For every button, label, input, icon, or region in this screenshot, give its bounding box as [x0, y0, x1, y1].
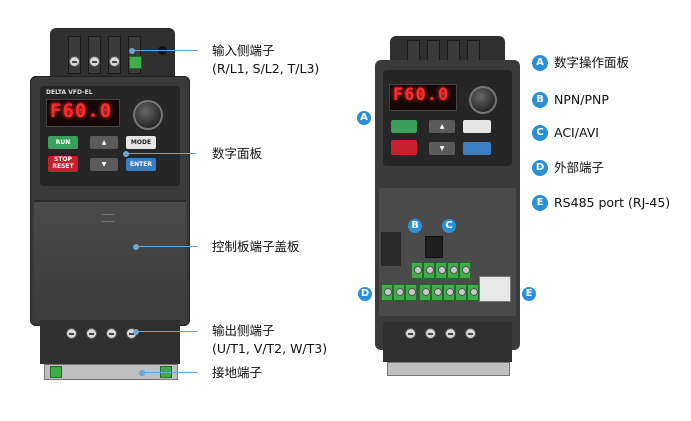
left-input-terminal-2 [88, 36, 101, 74]
callout-digital-panel: 数字面板 [212, 146, 263, 161]
left-input-screw-3 [109, 56, 120, 67]
left-ground-green-1 [50, 366, 62, 378]
right-ctrl-terminal-2 [423, 262, 435, 279]
legend-text-d: 外部端子 [554, 160, 605, 175]
right-ctrl-terminal-4 [447, 262, 459, 279]
left-stop-label: STOP [54, 156, 72, 163]
right-output-screw-3 [445, 328, 456, 339]
right-input-terminal-3 [447, 40, 460, 62]
right-input-terminal-2 [427, 40, 440, 62]
right-ground-bar [387, 362, 510, 376]
leader-ground-terminal [139, 369, 198, 376]
legend-badge-d: D [532, 160, 548, 176]
right-rj45-port[interactable] [479, 276, 511, 302]
right-input-terminal-4 [467, 40, 480, 62]
right-mode-button[interactable] [463, 120, 491, 133]
right-ext-terminal-d1 [381, 284, 393, 301]
left-output-screw-2 [86, 328, 97, 339]
callout-control-cover: 控制板端子盖板 [212, 239, 300, 254]
right-output-screw-1 [405, 328, 416, 339]
left-up-button[interactable]: ▲ [90, 136, 118, 149]
left-terminal-cover [34, 200, 186, 322]
right-freq-knob[interactable] [469, 86, 497, 114]
left-freq-knob[interactable] [133, 100, 163, 130]
legend-badge-a: A [532, 55, 548, 71]
legend-text-b: NPN/PNP [554, 92, 609, 107]
legend-badge-e: E [532, 195, 548, 211]
left-drive-illustration: DELTA VFD-EL F60.0 RUN ▲ MODE STOP RESET… [30, 28, 190, 388]
right-ctrl-terminal-10 [467, 284, 479, 301]
left-input-terminal-1 [68, 36, 81, 74]
right-input-terminal-1 [407, 40, 420, 62]
left-input-terminal-3 [108, 36, 121, 74]
left-mode-button[interactable]: MODE [126, 136, 156, 149]
callout-output-terminals: 输出侧端子 [212, 323, 275, 338]
left-input-screw-2 [89, 56, 100, 67]
leader-control-cover [133, 243, 198, 250]
left-down-button[interactable]: ▼ [90, 158, 118, 171]
badge-e-on-drive: E [522, 287, 536, 301]
legend-text-c: ACI/AVI [554, 125, 599, 140]
legend-badge-b: B [532, 92, 548, 108]
right-ctrl-terminal-1 [411, 262, 423, 279]
right-drive-illustration: F60.0 ▲ ▼ [375, 36, 520, 376]
leader-output-terminals [133, 328, 198, 335]
legend-text-a: 数字操作面板 [554, 55, 630, 70]
right-ctrl-terminal-3 [435, 262, 447, 279]
callout-output-terminals-sub: (U/T1, V/T2, W/T3) [212, 341, 328, 356]
callout-input-terminals: 输入侧端子 [212, 43, 275, 58]
right-ext-terminal-d2 [393, 284, 405, 301]
legend-text-e: RS485 port (RJ-45) [554, 195, 671, 210]
left-cover-vent-mark [102, 214, 114, 222]
leader-input-terminals [129, 47, 198, 54]
right-up-button[interactable]: ▲ [429, 120, 455, 133]
left-brand-label: DELTA VFD-EL [46, 89, 93, 96]
left-run-button[interactable]: RUN [48, 136, 78, 149]
left-led-display: F60.0 [50, 100, 113, 122]
left-input-screw-1 [69, 56, 80, 67]
left-reset-label: RESET [52, 163, 74, 170]
callout-ground-terminal: 接地端子 [212, 365, 263, 380]
right-led-display: F60.0 [393, 85, 450, 105]
right-ctrl-terminal-9 [455, 284, 467, 301]
right-ctrl-terminal-5 [459, 262, 471, 279]
right-output-screw-2 [425, 328, 436, 339]
right-display-window [389, 84, 457, 111]
left-enter-button[interactable]: ENTER [126, 158, 156, 171]
right-ctrl-terminal-6 [419, 284, 431, 301]
legend-badge-c: C [532, 125, 548, 141]
left-output-screw-1 [66, 328, 77, 339]
badge-d-on-drive: D [358, 287, 372, 301]
leader-digital-panel [123, 150, 196, 157]
badge-a-on-drive: A [357, 111, 371, 125]
left-output-screw-3 [106, 328, 117, 339]
right-enter-button[interactable] [463, 142, 491, 155]
right-down-button[interactable]: ▼ [429, 142, 455, 155]
badge-c-on-drive: C [442, 219, 456, 233]
left-stop-reset-button[interactable]: STOP RESET [48, 156, 78, 172]
right-jumper-connector [425, 236, 443, 258]
right-switch-block [381, 232, 401, 266]
right-run-button[interactable] [391, 120, 417, 133]
right-ctrl-terminal-7 [431, 284, 443, 301]
right-ext-terminal-d3 [405, 284, 417, 301]
right-output-screw-4 [465, 328, 476, 339]
callout-input-terminals-sub: (R/L1, S/L2, T/L3) [212, 61, 320, 76]
badge-b-on-drive: B [408, 219, 422, 233]
left-display-window [46, 99, 120, 127]
right-ctrl-terminal-8 [443, 284, 455, 301]
left-bottom-housing [40, 320, 180, 364]
left-input-green-ground [129, 56, 142, 69]
right-stop-button[interactable] [391, 140, 417, 155]
